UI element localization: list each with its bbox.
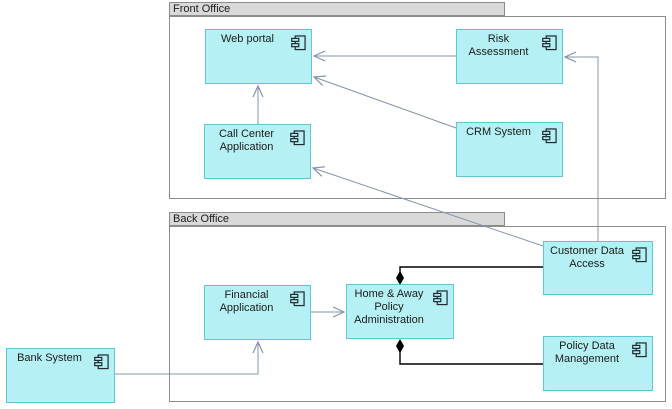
node-bank-system[interactable]: Bank System — [6, 348, 115, 403]
node-financial-application[interactable]: Financial Application — [204, 285, 311, 340]
node-crm-system[interactable]: CRM System — [456, 122, 563, 177]
node-home-away-policy-administration[interactable]: Home & Away Policy Administration — [346, 284, 454, 339]
group-tab-front-office[interactable]: Front Office — [169, 2, 505, 16]
node-label: Call Center Application — [218, 128, 275, 153]
node-policy-data-management[interactable]: Policy Data Management — [543, 336, 653, 391]
connector-customer-data-access-to-risk-assessment[interactable] — [563, 51, 599, 241]
component-icon — [290, 291, 305, 307]
component-icon — [290, 130, 305, 146]
connector-customer-data-access-to-call-center[interactable] — [311, 166, 544, 247]
node-label: Risk Assessment — [468, 33, 529, 58]
node-label: Financial Application — [219, 289, 274, 314]
node-label: Home & Away Policy Administration — [354, 288, 424, 326]
node-web-portal[interactable]: Web portal — [205, 29, 312, 84]
node-call-center-application[interactable]: Call Center Application — [204, 124, 311, 179]
node-label: Bank System — [17, 352, 82, 364]
component-icon — [291, 35, 306, 51]
node-label: Web portal — [221, 33, 274, 45]
node-label: Customer Data Access — [550, 245, 624, 270]
component-icon — [632, 247, 647, 263]
component-icon — [94, 354, 109, 370]
node-customer-data-access[interactable]: Customer Data Access — [543, 241, 653, 295]
component-icon — [542, 128, 557, 144]
connector-bank-system-to-financial-application[interactable] — [115, 340, 264, 375]
component-icon — [542, 35, 557, 51]
node-risk-assessment[interactable]: Risk Assessment — [456, 29, 563, 84]
node-label: CRM System — [466, 126, 531, 138]
component-icon — [632, 342, 647, 358]
node-label: Policy Data Management — [554, 340, 620, 365]
group-tab-back-office[interactable]: Back Office — [169, 212, 505, 226]
connector-crm-system-to-web-portal[interactable] — [312, 75, 457, 129]
component-icon — [433, 290, 448, 306]
